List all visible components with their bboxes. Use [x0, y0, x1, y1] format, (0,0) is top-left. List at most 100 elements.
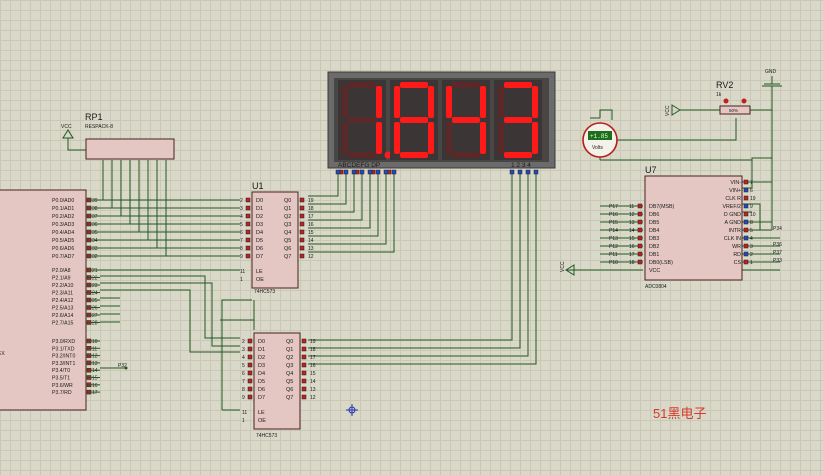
latch-le-label: LE	[256, 269, 263, 275]
latch-output-pin: 13	[310, 387, 316, 393]
adc-left-pin: 11	[629, 204, 634, 210]
adc-net-label: P15	[609, 220, 618, 226]
adc-left-label: DB5	[649, 220, 659, 226]
adc-left-label: DB7(MSB)	[649, 204, 675, 210]
mcu-pin-label: P0.0/AD0	[52, 198, 74, 204]
adc-right-state	[743, 219, 749, 225]
adc-right-state	[743, 195, 749, 201]
latch-out-state	[299, 197, 305, 203]
latch-oe-pin: 1	[242, 418, 245, 424]
adc-net-label: P14	[609, 228, 618, 234]
latch-input-pin: 6	[240, 230, 243, 236]
adc-net-label: P13	[609, 236, 618, 242]
latch-out-state	[301, 370, 307, 376]
u1-part: 74HC573	[254, 289, 275, 295]
mcu-pin-label: P3.4/T0	[52, 368, 70, 374]
latch-input-pin: 2	[240, 198, 243, 204]
latch-out-state	[299, 205, 305, 211]
mcu-pin-number: 27	[92, 313, 98, 319]
display-seg-pin	[375, 169, 381, 175]
watermark: 51黑电子	[653, 406, 706, 421]
latch-out-state	[301, 378, 307, 384]
latch-in-state	[245, 205, 251, 211]
rv2-vcc-label: VCC	[665, 105, 671, 116]
mcu-pin-label: P2.4/A12	[52, 298, 73, 304]
latch-output-pin: 18	[308, 206, 314, 212]
latch-output-pin: 19	[308, 198, 314, 204]
digit-segment	[504, 152, 532, 158]
adc-left-pin: 14	[629, 228, 635, 234]
mcu-pin-label: P3.2/INT0	[52, 354, 75, 360]
mcu-pin-label: P2.7/A15	[52, 321, 73, 327]
digit-segment	[348, 117, 376, 123]
adc-right-pin: 1	[750, 260, 753, 266]
adc-left-label: VCC	[649, 268, 660, 274]
digit-segment	[342, 86, 348, 118]
display-seg-pin	[351, 169, 357, 175]
adc-right-state	[743, 187, 749, 193]
mcu-pin-number: 10	[92, 339, 98, 345]
latch-in-state	[247, 346, 253, 352]
mcu-pin-label: P3.7/RD	[52, 390, 72, 396]
adc-right-state	[743, 251, 749, 257]
latch-le-pin: 11	[240, 269, 245, 275]
mcu-pin-number: 23	[92, 283, 98, 289]
latch-input-label: D5	[256, 238, 263, 244]
display-seg-pin-state	[387, 169, 392, 175]
adc-right-pin: 2	[750, 252, 753, 258]
mcu-pin-label: P0.5/AD5	[52, 238, 74, 244]
display-pin-squares	[335, 169, 539, 175]
adc-left-label: DB2	[649, 244, 659, 250]
adc-right-state	[743, 235, 749, 241]
mcu-pin-label: P3.0/RXD	[52, 339, 75, 345]
latch-input-pin: 4	[242, 355, 245, 361]
digit-segment	[428, 86, 434, 118]
adc-right-pin: 4	[750, 236, 753, 242]
latch-output-pin: 12	[310, 395, 316, 401]
latch-input-label: D6	[258, 387, 265, 393]
digit-segment	[446, 122, 452, 154]
latch-in-state	[245, 237, 251, 243]
adc-left-pin: 15	[629, 236, 635, 242]
u1-body	[251, 191, 299, 289]
latch-in-state	[247, 370, 253, 376]
vcc-arrow-icon	[62, 129, 74, 139]
adc-right-pin: 7	[750, 180, 753, 186]
latch-input-label: D7	[258, 395, 265, 401]
u7-pin-group: DB7(MSB)11P17DB612P16DB513P15DB414P14DB3…	[609, 179, 782, 274]
adc-left-pin: 13	[629, 220, 635, 226]
adc-right-label: VREF/2	[722, 204, 741, 210]
latch-out-state	[301, 354, 307, 360]
rv2-knob-inc-icon[interactable]	[741, 98, 747, 104]
mcu-pin-number: 16	[92, 383, 98, 389]
latch-output-label: Q6	[286, 387, 293, 393]
latch-input-pin: 7	[242, 379, 245, 385]
adc-right-pin: 5	[750, 228, 753, 234]
latch-input-label: D1	[256, 206, 263, 212]
adc-left-pin: 17	[629, 252, 635, 258]
latch-le-pin: 11	[242, 410, 247, 416]
junction-dot	[124, 366, 128, 370]
u7-body	[644, 175, 743, 281]
latch-out-state	[301, 386, 307, 392]
display-seg-pin	[343, 169, 349, 175]
latch-in-state	[247, 338, 253, 344]
latch-output-pin: 14	[310, 379, 316, 385]
rp1-vcc-label: VCC	[61, 124, 72, 130]
mcu-pin-label: P2.1/A9	[52, 276, 71, 282]
latch-output-label: Q7	[286, 395, 293, 401]
mcu-pin-label: P2.5/A13	[52, 306, 73, 312]
rv2-knob-dec-icon[interactable]	[723, 98, 729, 104]
adc-net-label: P11	[609, 252, 618, 258]
latch-output-label: Q4	[286, 371, 293, 377]
latch-le-label: LE	[258, 410, 265, 416]
display-seg-pin	[391, 169, 397, 175]
latch-output-label: Q3	[284, 222, 291, 228]
latch-output-pin: 15	[308, 230, 314, 236]
adc-right-label: D GND	[724, 212, 741, 218]
display-seg-pin-state	[355, 169, 360, 175]
digit-segment	[452, 152, 480, 158]
latch-output-pin: 16	[310, 363, 316, 369]
